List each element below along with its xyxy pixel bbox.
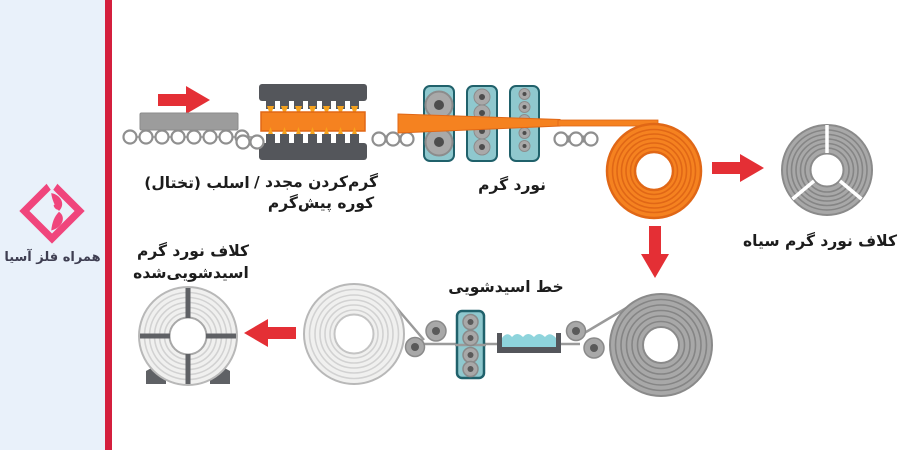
- flow-arrow-down-icon: [641, 226, 669, 278]
- pickling-roll-stand: [455, 309, 486, 380]
- pickled-coil-label-line1: کلاف نورد گرم: [137, 241, 250, 260]
- brand-sidebar: همراه فلز آسیا: [0, 0, 105, 450]
- furnace-label-line1: گرم‌کردن مجدد /: [254, 172, 379, 191]
- pickling-line: خط اسیدشویی: [404, 278, 605, 380]
- furnace-top-flames: [267, 106, 358, 116]
- mill-rolls: [424, 88, 531, 157]
- brand-name: همراه فلز آسیا: [4, 250, 101, 265]
- acid-tank: [497, 333, 561, 353]
- transfer-rollers: [235, 131, 599, 150]
- furnace-bottom-burners: [266, 134, 359, 143]
- conveyor-rollers: [122, 129, 250, 145]
- flow-arrow-to-black-coil-icon: [712, 154, 764, 182]
- hot-rolling-mill: نورد گرم: [397, 85, 659, 194]
- furnace-top-burners: [266, 100, 359, 109]
- flow-arrow-right-icon: [158, 86, 210, 114]
- brand-logo-icon: [19, 176, 85, 244]
- pickled-coil: کلاف نورد گرم اسیدشویی‌شده: [133, 241, 250, 386]
- hot-rolling-label: نورد گرم: [478, 175, 546, 194]
- pickled-coil-label-line2: اسیدشویی‌شده: [133, 264, 249, 282]
- heated-slab: [260, 111, 366, 132]
- black-coil: کلاف نورد گرم سیاه: [743, 124, 898, 250]
- slab-station: اسلب (تختال): [122, 86, 252, 192]
- recoiling-white-coil: [303, 283, 405, 385]
- furnace-label-line2: کوره پیش‌گرم: [268, 193, 375, 213]
- sidebar-accent-stripe: [105, 0, 112, 450]
- hot-coil: [605, 122, 703, 220]
- steel-slab: [139, 112, 239, 131]
- deflector-rollers: [404, 320, 605, 359]
- uncoiling-gray-coil: [609, 293, 713, 397]
- coil-bands: [140, 288, 236, 384]
- flow-arrow-left-icon: [244, 319, 296, 347]
- coil-straps: [791, 125, 863, 201]
- pickling-label: خط اسیدشویی: [448, 278, 563, 296]
- reheating-furnace: گرم‌کردن مجدد / کوره پیش‌گرم: [254, 84, 379, 213]
- black-coil-label: کلاف نورد گرم سیاه: [743, 231, 898, 250]
- slab-label: اسلب (تختال): [144, 174, 249, 192]
